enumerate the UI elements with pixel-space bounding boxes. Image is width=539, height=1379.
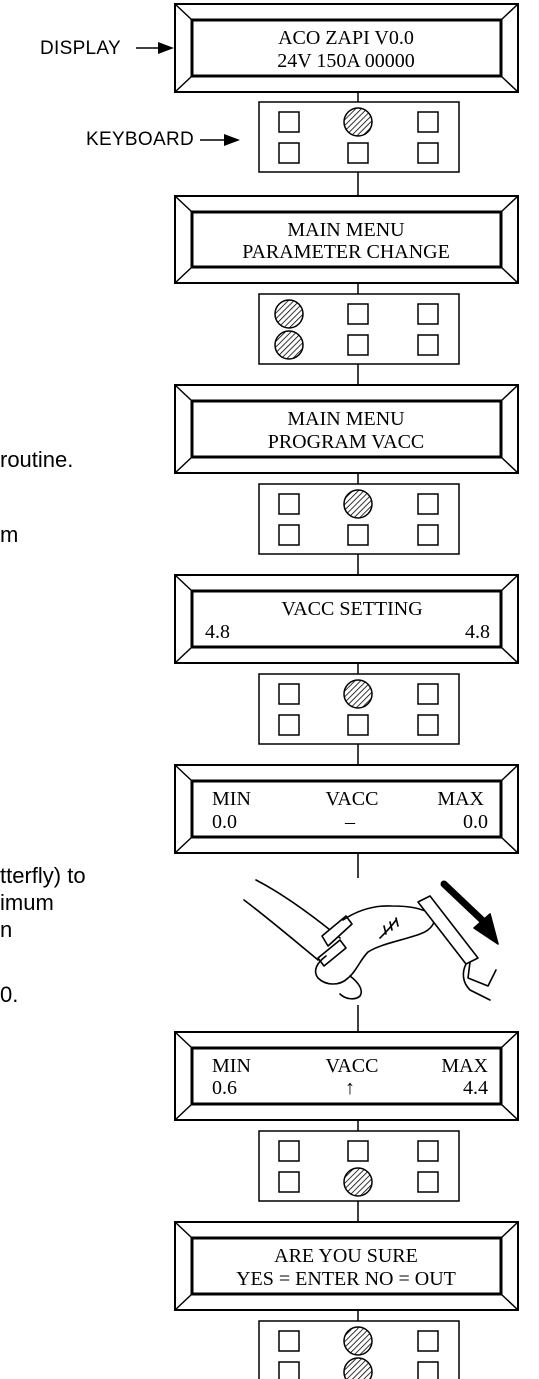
keyboard-panel — [259, 484, 459, 554]
keyboard-panel — [259, 294, 459, 364]
lcd-vacc-value: – — [344, 811, 356, 833]
lcd-max-label: MAX — [441, 1055, 488, 1077]
lcd-min-label: MIN — [212, 788, 251, 810]
keyboard-label: KEYBOARD — [86, 129, 194, 150]
key-bottom-left — [279, 715, 299, 735]
key-bottom-center — [348, 335, 368, 355]
lcd-vacc-value: ↑ — [345, 1077, 355, 1099]
key-bottom-left — [279, 1172, 299, 1192]
key-bottom-left — [279, 1362, 299, 1379]
display-callout: DISPLAY — [40, 38, 174, 59]
note-line: imum — [0, 890, 54, 915]
lcd-line-2: PARAMETER CHANGE — [242, 241, 450, 263]
lcd-line-1: MAIN MENU — [287, 219, 405, 241]
key-bottom-center — [348, 143, 368, 163]
key-bottom-center-pressed — [344, 1358, 372, 1379]
key-bottom-right — [418, 525, 438, 545]
display-label: DISPLAY — [40, 38, 121, 59]
key-top-center-pressed — [344, 680, 372, 708]
display-screen: MIN VACC MAX 0.0 – 0.0 — [175, 765, 518, 853]
display-screen: ACO ZAPI V0.0 24V 150A 00000 — [175, 4, 518, 92]
note-line: 0. — [0, 982, 18, 1007]
lcd-line-2: 24V 150A 00000 — [277, 50, 414, 72]
key-top-right — [418, 494, 438, 514]
key-top-left — [279, 494, 299, 514]
lcd-max-value: 4.4 — [463, 1077, 488, 1099]
key-top-center — [348, 304, 368, 324]
note-line: routine. — [0, 447, 73, 472]
key-top-right — [418, 112, 438, 132]
instruction-notes: routine. m tterfly) to imum n 0. — [0, 447, 86, 1007]
key-bottom-right — [418, 335, 438, 355]
keyboard-panel — [259, 1321, 459, 1379]
key-bottom-right — [418, 1172, 438, 1192]
lcd-line-1: VACC SETTING — [281, 598, 422, 620]
key-bottom-left — [279, 143, 299, 163]
note-line: tterfly) to — [0, 863, 86, 888]
key-top-right — [418, 1141, 438, 1161]
lcd-vacc-label: VACC — [326, 788, 379, 810]
lcd-value-left: 4.8 — [205, 621, 230, 643]
key-bottom-right — [418, 715, 438, 735]
key-top-center-pressed — [344, 490, 372, 518]
lcd-value-right: 4.8 — [465, 621, 490, 643]
keyboard-panel — [259, 102, 459, 172]
lcd-max-value: 0.0 — [463, 811, 488, 833]
key-top-center-pressed — [344, 108, 372, 136]
lcd-line-2: PROGRAM VACC — [268, 431, 425, 453]
key-top-left-pressed — [275, 300, 303, 328]
key-bottom-right — [418, 1362, 438, 1379]
key-top-left — [279, 1331, 299, 1351]
lcd-min-value: 0.6 — [212, 1077, 237, 1099]
display-screen: MAIN MENU PARAMETER CHANGE — [175, 196, 518, 283]
key-bottom-left-pressed — [275, 331, 303, 359]
key-top-left — [279, 1141, 299, 1161]
key-bottom-center — [348, 525, 368, 545]
display-screen: MIN VACC MAX 0.6 ↑ 4.4 — [175, 1032, 518, 1120]
key-top-right — [418, 304, 438, 324]
note-line: n — [0, 917, 12, 942]
keyboard-panel — [259, 1131, 459, 1201]
lcd-min-value: 0.0 — [212, 811, 237, 833]
lcd-min-label: MIN — [212, 1055, 251, 1077]
keyboard-panel — [259, 674, 459, 744]
foot-pressing-pedal-icon — [244, 880, 498, 1000]
arrow-right-icon — [224, 134, 240, 146]
display-screen: VACC SETTING 4.8 4.8 — [175, 575, 518, 663]
key-top-right — [418, 1331, 438, 1351]
keyboard-callout: KEYBOARD — [86, 129, 240, 150]
lcd-line-1: MAIN MENU — [287, 408, 405, 430]
key-bottom-right — [418, 143, 438, 163]
display-screen: MAIN MENU PROGRAM VACC — [175, 385, 518, 473]
lcd-line-1: ACO ZAPI V0.0 — [278, 27, 414, 49]
lcd-max-label: MAX — [437, 788, 484, 810]
keyboards — [259, 102, 459, 1379]
note-line: m — [0, 522, 18, 547]
display-screen: ARE YOU SURE YES = ENTER NO = OUT — [175, 1222, 518, 1310]
key-bottom-center — [348, 715, 368, 735]
key-top-left — [279, 112, 299, 132]
lcd-line-2: YES = ENTER NO = OUT — [236, 1268, 456, 1290]
lcd-line-1: ARE YOU SURE — [274, 1245, 418, 1267]
key-bottom-center-pressed — [344, 1168, 372, 1196]
key-top-left — [279, 684, 299, 704]
key-top-center — [348, 1141, 368, 1161]
key-top-center-pressed — [344, 1327, 372, 1355]
arrow-right-icon — [158, 42, 174, 54]
lcd-vacc-label: VACC — [326, 1055, 379, 1077]
key-top-right — [418, 684, 438, 704]
key-bottom-left — [279, 525, 299, 545]
